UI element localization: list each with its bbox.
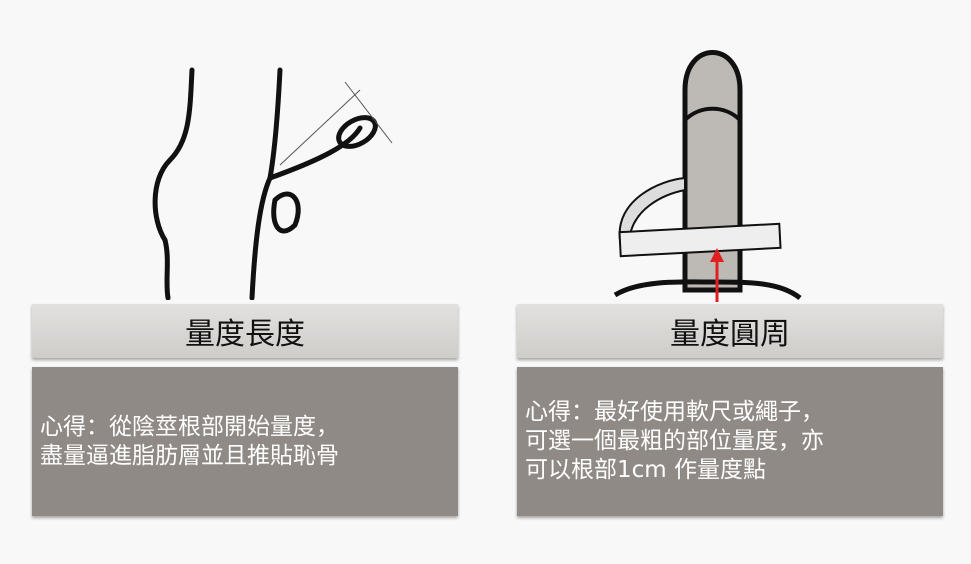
tip-line: 盡量逼進脂肪層並且推貼恥骨 xyxy=(40,442,339,469)
tip-line: 心得：最好使用軟尺或繩子， xyxy=(525,399,824,425)
length-measurement-illustration xyxy=(152,67,393,300)
length-panel-title: 量度長度 xyxy=(32,304,458,358)
tip-line: 心得：從陰莖根部開始量度， xyxy=(40,413,339,440)
girth-measurement-illustration xyxy=(613,50,802,302)
tip-line: 可選一個最粗的部位量度，亦 xyxy=(525,428,824,454)
length-panel-tip: 心得：從陰莖根部開始量度， 盡量逼進脂肪層並且推貼恥骨 xyxy=(32,367,458,516)
tip-line: 可以根部1cm 作量度點 xyxy=(525,457,766,483)
girth-panel-title: 量度圓周 xyxy=(517,304,943,358)
girth-panel-tip: 心得：最好使用軟尺或繩子， 可選一個最粗的部位量度，亦 可以根部1cm 作量度點 xyxy=(517,367,943,516)
